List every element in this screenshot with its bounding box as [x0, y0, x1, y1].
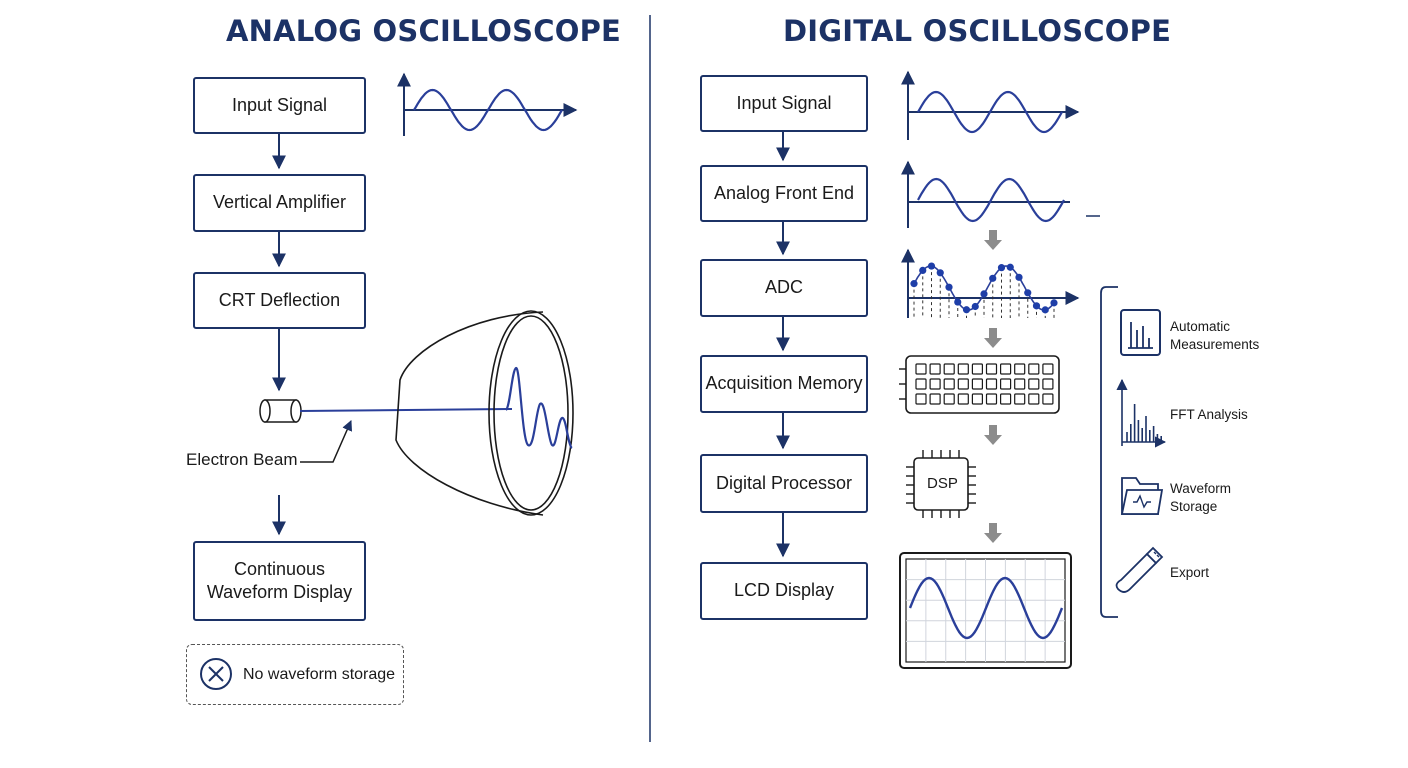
feature-export: Export: [1170, 565, 1210, 580]
feature-automatic-measurements: Automatic Measurements: [1170, 319, 1260, 353]
usb-drive-icon: [1115, 546, 1164, 593]
crt-tube: [395, 310, 574, 516]
digital-step-adc: ADC: [700, 259, 868, 317]
x-circle-icon: [200, 658, 232, 690]
digital-step-acquisition-memory: Acquisition Memory: [700, 355, 868, 413]
bar-chart-icon: [1120, 309, 1161, 356]
feature-fft-analysis: FFT Analysis: [1170, 407, 1248, 422]
digital-step-analog-front-end: Analog Front End: [700, 165, 868, 222]
features-bracket: [1100, 286, 1118, 618]
no-storage-text: No waveform storage: [243, 665, 396, 683]
digital-title: DIGITAL OSCILLOSCOPE: [783, 14, 1172, 48]
electron-gun: [259, 399, 302, 423]
analog-input-waveform: [397, 72, 578, 136]
analog-step-vertical-amplifier: Vertical Amplifier: [193, 174, 366, 232]
digital-step-digital-processor: Digital Processor: [700, 454, 868, 513]
no-storage-note: No waveform storage: [186, 644, 404, 705]
analog-step-crt-deflection: CRT Deflection: [193, 272, 366, 329]
fft-spectrum-icon: [1116, 378, 1167, 448]
sampled-waveform: [901, 248, 1080, 318]
frontend-waveform: [901, 160, 1100, 228]
electron-beam-label: Electron Beam: [186, 450, 298, 469]
memory-chip: [899, 355, 1060, 414]
digital-input-waveform: [901, 70, 1080, 140]
digital-step-lcd-display: LCD Display: [700, 562, 868, 620]
dsp-chip: [906, 450, 976, 518]
lcd-screen: [899, 552, 1072, 669]
analog-step-continuous-display: Continuous Waveform Display: [193, 541, 366, 621]
analog-title: ANALOG OSCILLOSCOPE: [226, 14, 622, 48]
gray-step-arrows: [984, 230, 1002, 543]
electron-beam: [299, 408, 513, 412]
folder-icon: [1120, 477, 1164, 515]
dsp-label: DSP: [927, 475, 958, 492]
analog-step-input-signal: Input Signal: [193, 77, 366, 134]
beam-pointer: [300, 420, 353, 463]
digital-step-input-signal: Input Signal: [700, 75, 868, 132]
crt-trace: [505, 366, 573, 449]
feature-waveform-storage: Waveform Storage: [1170, 481, 1232, 515]
